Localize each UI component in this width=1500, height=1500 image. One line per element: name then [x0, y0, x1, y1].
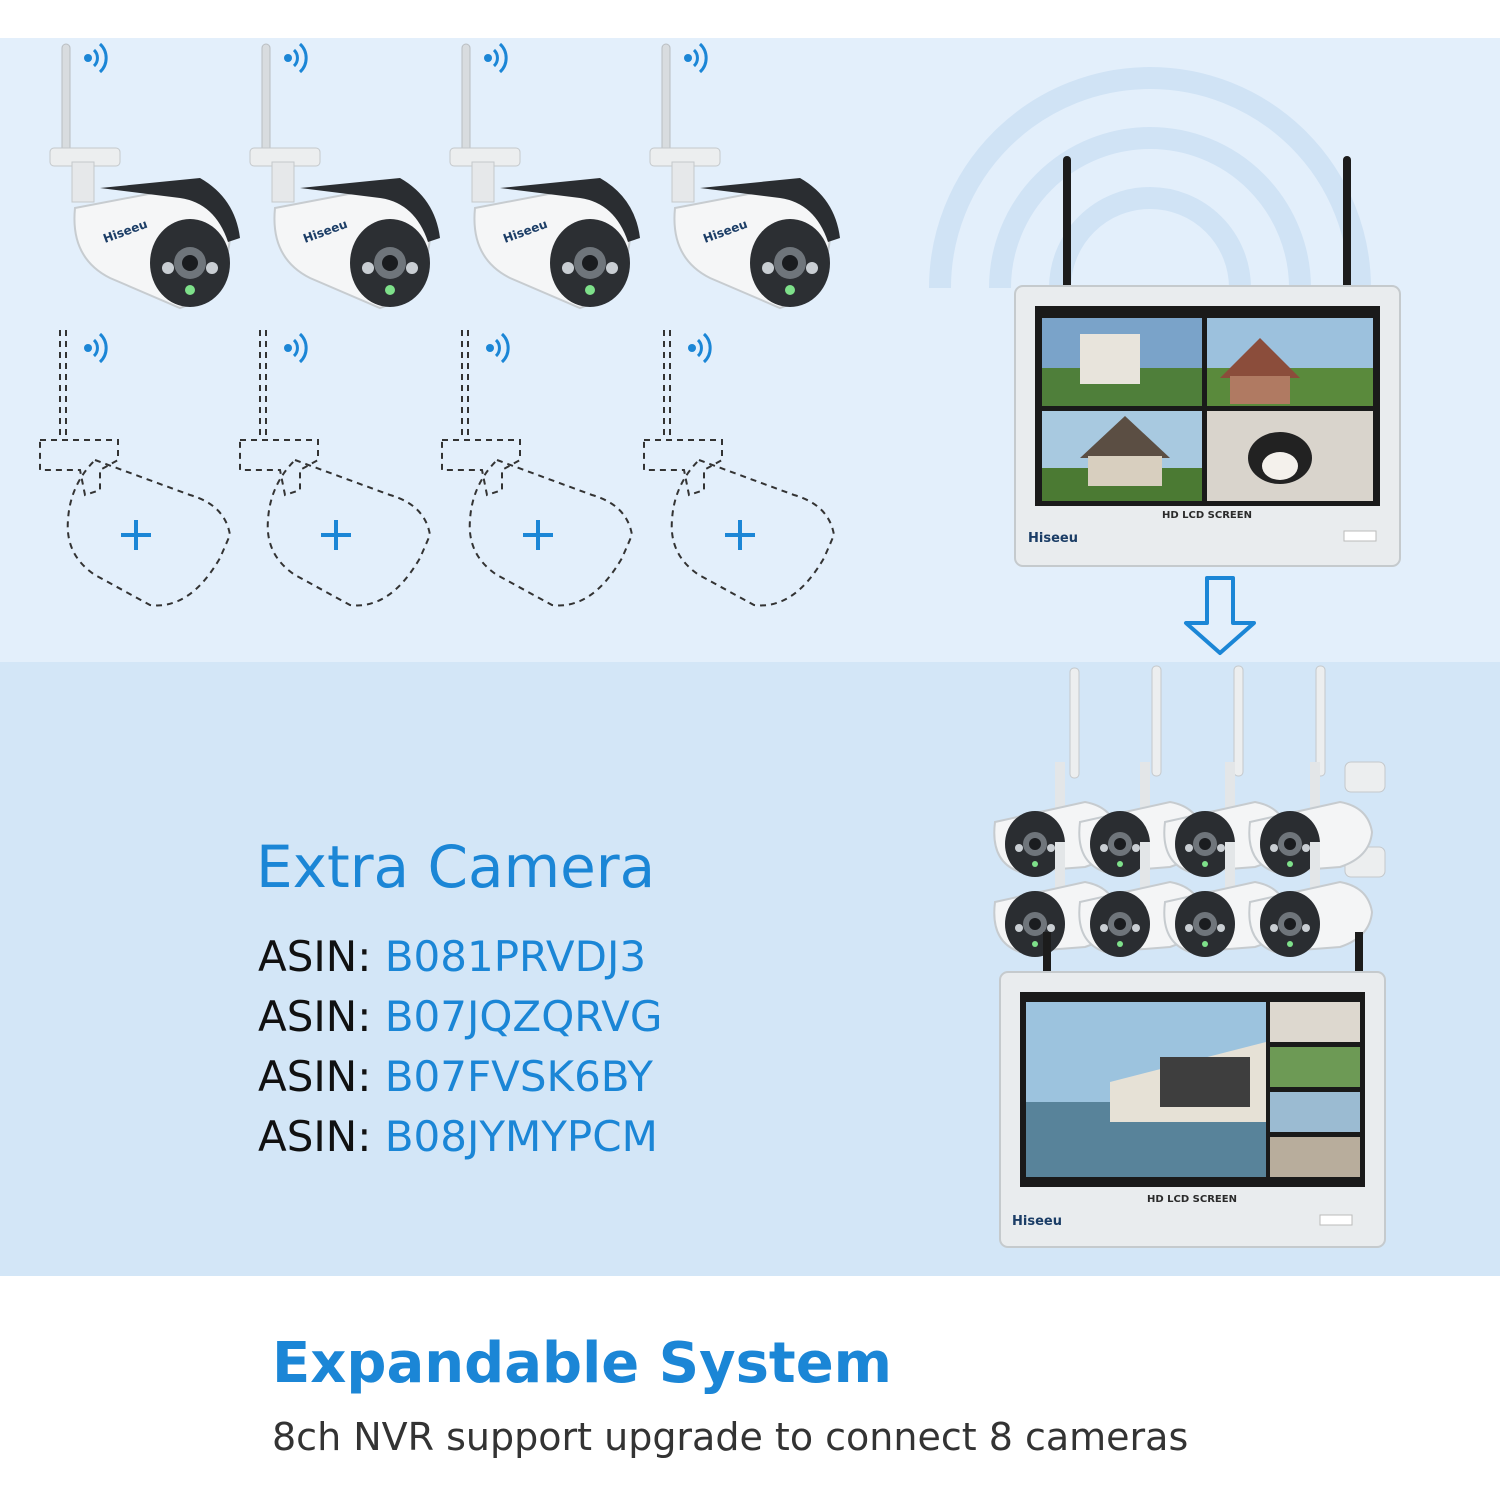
- asin-code: B07JQZQRVG: [384, 992, 663, 1041]
- empty-camera-slot-3: [440, 328, 634, 608]
- empty-camera-slot-2: [238, 328, 432, 608]
- expanded-system-8ch: HD LCD SCREEN Hiseeu: [993, 665, 1386, 1248]
- asin-row-2: ASIN: B07JQZQRVG: [258, 996, 662, 1038]
- asin-code: B07FVSK6BY: [384, 1052, 653, 1101]
- lcd-label-2: HD LCD SCREEN: [1147, 1194, 1237, 1205]
- brand-logo: Hiseeu: [1028, 531, 1078, 546]
- expansion-slots-row: [38, 328, 836, 608]
- lcd-label: HD LCD SCREEN: [1162, 510, 1252, 521]
- asin-row-3: ASIN: B07FVSK6BY: [258, 1056, 653, 1098]
- installed-cameras-row: Hiseeu: [49, 42, 841, 309]
- footer-title: Expandable System: [272, 1331, 893, 1396]
- empty-camera-slot-4: [642, 328, 836, 608]
- asin-label: ASIN:: [258, 932, 372, 981]
- nvr-monitor-4ch: HD LCD SCREEN Hiseeu: [929, 67, 1401, 655]
- empty-camera-slot-1: [38, 328, 232, 608]
- asin-label: ASIN:: [258, 992, 372, 1041]
- asin-code: B081PRVDJ3: [384, 932, 647, 981]
- brand-logo-2: Hiseeu: [1012, 1214, 1062, 1229]
- bottom-panel: [0, 1276, 1500, 1500]
- asin-code: B08JYMYPCM: [384, 1112, 658, 1161]
- asin-row-4: ASIN: B08JYMYPCM: [258, 1116, 658, 1158]
- extra-camera-title: Extra Camera: [256, 833, 656, 901]
- footer-subtitle: 8ch NVR support upgrade to connect 8 cam…: [272, 1415, 1189, 1459]
- asin-label: ASIN:: [258, 1052, 372, 1101]
- down-arrow-icon: [1184, 576, 1256, 655]
- asin-label: ASIN:: [258, 1112, 372, 1161]
- asin-row-1: ASIN: B081PRVDJ3: [258, 936, 646, 978]
